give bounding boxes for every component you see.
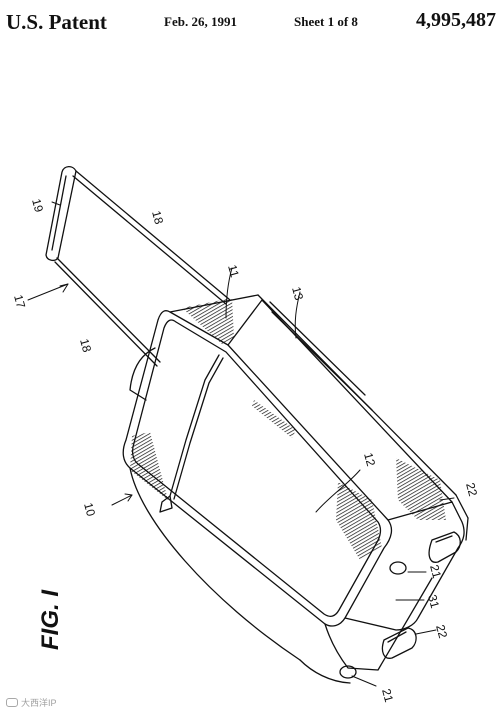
watermark: 大西洋IP	[6, 696, 57, 709]
ref-10: 10	[81, 501, 98, 518]
ref-19: 19	[29, 197, 46, 214]
figure-title: FIG. I	[37, 589, 64, 650]
ref-22-lower: 22	[433, 623, 450, 640]
wheel-assemblies	[339, 531, 461, 679]
ref-13: 13	[289, 285, 306, 302]
watermark-text: 大西洋IP	[21, 698, 57, 708]
ref-22-upper: 22	[463, 481, 480, 498]
case-shading	[130, 298, 446, 560]
patent-header: U.S. Patent Feb. 26, 1991 Sheet 1 of 8 4…	[6, 9, 496, 38]
patent-number: 4,995,487	[416, 9, 496, 31]
ref-17: 17	[11, 293, 28, 310]
patent-office-title: U.S. Patent	[6, 10, 107, 34]
sheet-number: Sheet 1 of 8	[294, 14, 358, 29]
ref-12: 12	[361, 451, 378, 468]
leader-lines	[27, 201, 455, 687]
ref-18-lower: 18	[77, 337, 94, 354]
ref-18-upper: 18	[149, 209, 166, 226]
ref-31: 31	[425, 593, 442, 610]
ref-21-upper: 21	[427, 563, 444, 580]
suitcase-body	[122, 294, 469, 684]
telescoping-handle	[45, 165, 231, 367]
ref-11: 11	[225, 263, 242, 279]
ref-21-lower: 21	[379, 687, 396, 704]
watermark-logo-icon	[6, 698, 18, 707]
patent-date: Feb. 26, 1991	[164, 14, 237, 29]
